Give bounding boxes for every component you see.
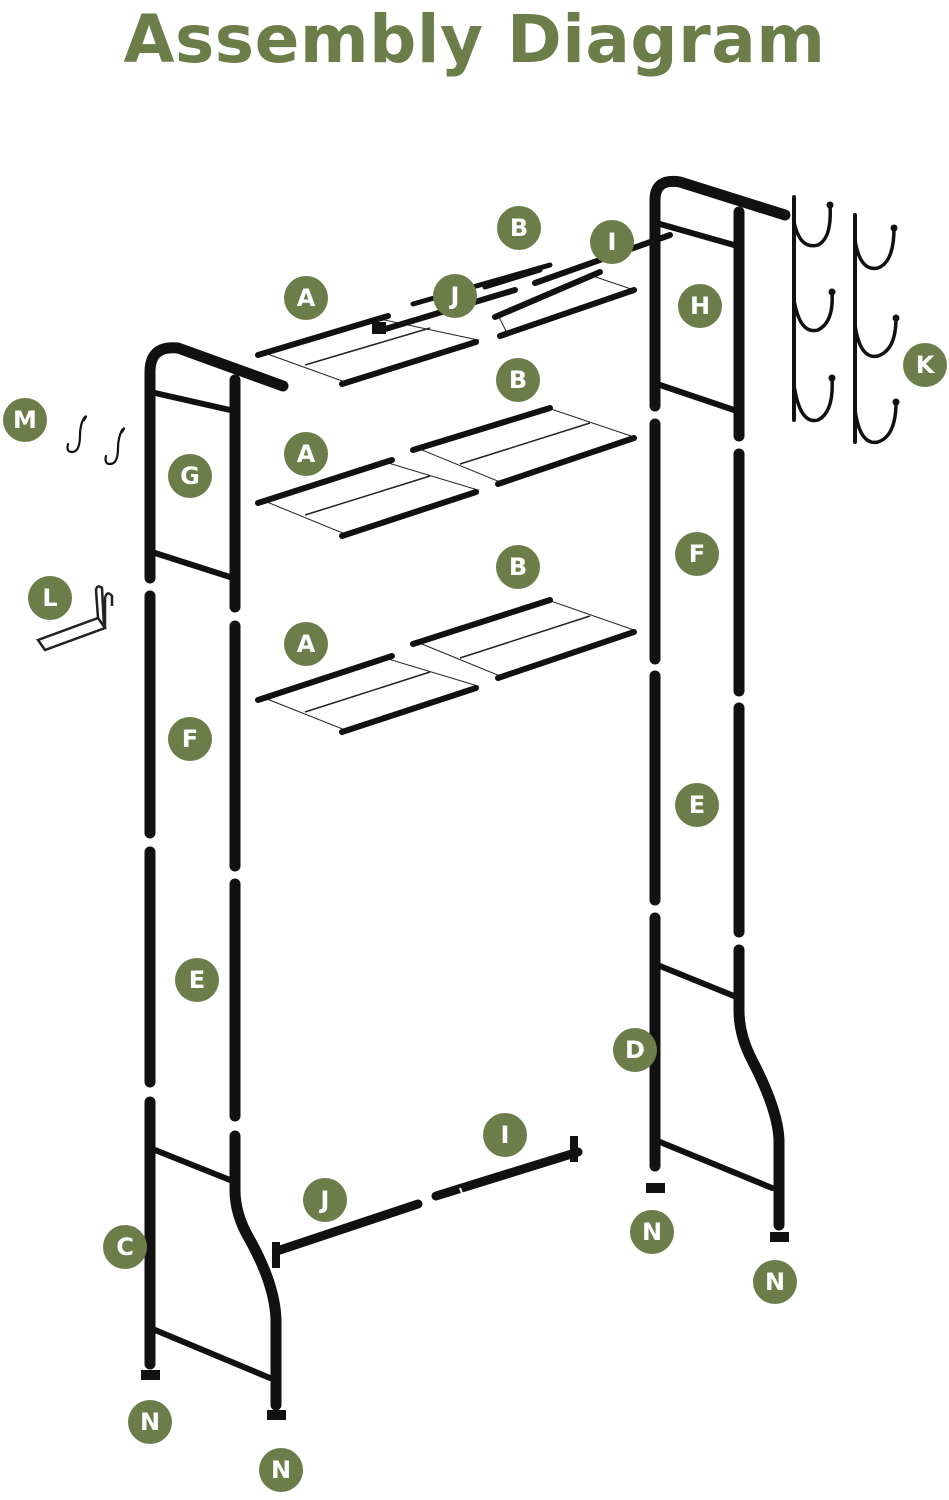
shelf-b-middle	[410, 405, 637, 487]
svg-text:L: L	[42, 584, 57, 612]
label-n-right-front: N	[630, 1210, 674, 1254]
svg-text:J: J	[319, 1186, 330, 1214]
label-e-right: E	[675, 783, 719, 827]
leveling-foot	[267, 1410, 286, 1420]
part-f-left	[144, 590, 241, 872]
svg-text:I: I	[608, 228, 617, 256]
bottom-crossbar-i	[431, 1136, 583, 1201]
svg-text:B: B	[509, 366, 527, 394]
label-i-top: I	[590, 220, 634, 264]
label-i-bottom: I	[483, 1113, 527, 1157]
svg-text:I: I	[501, 1121, 510, 1149]
label-d: D	[613, 1028, 657, 1072]
bracket	[372, 322, 386, 334]
shelf-b-top	[492, 269, 637, 339]
leveling-foot	[646, 1183, 665, 1193]
svg-text:C: C	[116, 1233, 134, 1261]
part-c-left-bottom	[141, 1096, 286, 1420]
label-a-top: A	[284, 276, 328, 320]
svg-text:E: E	[189, 966, 205, 994]
svg-text:M: M	[13, 406, 37, 434]
svg-text:D: D	[625, 1036, 645, 1064]
label-b-bottom: B	[496, 545, 540, 589]
svg-text:N: N	[765, 1268, 785, 1296]
shelf-a-bottom	[255, 653, 480, 735]
label-l: L	[28, 576, 72, 620]
svg-text:J: J	[449, 282, 460, 310]
label-m: M	[3, 398, 47, 442]
label-j-bottom: J	[303, 1178, 347, 1222]
svg-text:A: A	[297, 630, 316, 658]
svg-text:H: H	[690, 292, 710, 320]
label-e-left: E	[175, 958, 219, 1002]
svg-text:A: A	[297, 440, 316, 468]
label-g: G	[168, 454, 212, 498]
svg-text:B: B	[509, 553, 527, 581]
part-d-right-bottom	[646, 912, 789, 1242]
svg-text:N: N	[271, 1456, 291, 1484]
svg-text:E: E	[689, 791, 705, 819]
svg-text:F: F	[182, 725, 198, 753]
part-h-right-top	[649, 175, 791, 442]
svg-text:B: B	[510, 214, 528, 242]
part-f-right	[649, 418, 745, 697]
label-f-left: F	[168, 717, 212, 761]
label-b-top: B	[497, 206, 541, 250]
left-frame	[141, 342, 289, 1420]
label-n-right-back: N	[753, 1260, 797, 1304]
svg-text:N: N	[140, 1408, 160, 1436]
hook-strips-k	[792, 195, 900, 445]
svg-text:K: K	[916, 351, 936, 379]
label-c: C	[103, 1225, 147, 1269]
diagram-title: Assembly Diagram	[123, 1, 826, 78]
label-k: K	[903, 343, 947, 387]
label-j-top: J	[433, 274, 477, 318]
svg-text:A: A	[297, 284, 316, 312]
label-b-middle: B	[496, 358, 540, 402]
part-e-left	[144, 846, 241, 1122]
label-a-middle: A	[284, 432, 328, 476]
shelf-a-middle	[255, 457, 480, 539]
label-n-left-back: N	[259, 1448, 303, 1492]
hanger-bracket-l	[36, 585, 114, 652]
right-frame	[646, 175, 791, 1242]
part-g-left-top	[144, 342, 289, 613]
svg-text:F: F	[689, 540, 705, 568]
label-f-right: F	[675, 532, 719, 576]
svg-text:N: N	[642, 1218, 662, 1246]
label-a-bottom: A	[284, 622, 328, 666]
leveling-foot	[770, 1232, 789, 1242]
bottom-crossbar-j	[272, 1199, 423, 1268]
shelf-a-top	[255, 313, 480, 387]
label-h: H	[678, 284, 722, 328]
s-hooks-m	[66, 415, 126, 466]
part-e-right	[649, 670, 745, 938]
label-n-left-front: N	[128, 1400, 172, 1444]
shelf-b-bottom	[410, 597, 637, 681]
svg-text:G: G	[180, 462, 200, 490]
leveling-foot	[141, 1370, 160, 1380]
